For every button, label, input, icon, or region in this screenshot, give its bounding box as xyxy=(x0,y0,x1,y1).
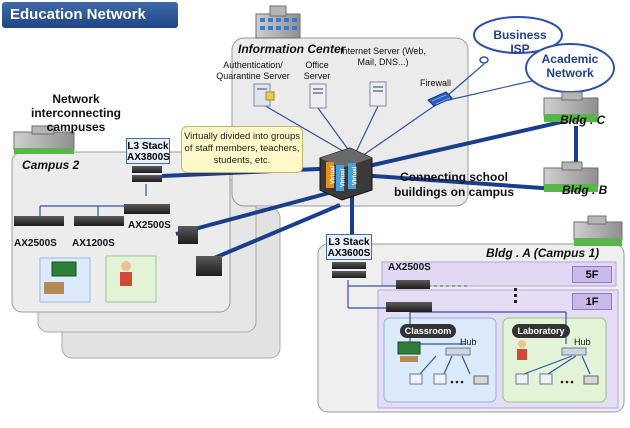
campus-2-stack-label: L3 Stack AX3800S xyxy=(126,138,170,164)
classroom-hub-label: Hub xyxy=(460,337,477,347)
laboratory-tag: Laboratory xyxy=(512,324,570,338)
campus-2-classroom-icon xyxy=(39,257,91,303)
auth-server-label: Authentication/ Quarantine Server xyxy=(216,60,290,81)
campus-back-switch-2 xyxy=(178,226,198,244)
laboratory-ellipsis xyxy=(560,380,574,384)
firewall-icon xyxy=(427,91,453,107)
campus-2-stack-line2: AX3800S xyxy=(127,152,170,163)
network-interconnecting-label: Network interconnecting campuses xyxy=(30,92,121,134)
campus-1-stack-line1: L3 Stack xyxy=(328,237,370,248)
internet-server-label: Internet Server (Web, Mail, DNS...) xyxy=(340,46,426,67)
floor-1f-tag: 1F xyxy=(572,293,612,310)
business-isp-cloud xyxy=(473,16,563,64)
campus-2-switch-right xyxy=(124,204,170,214)
core-virtual-tag-1: Virtual xyxy=(330,165,337,185)
auth-server-icon xyxy=(253,83,275,107)
business-isp-label: Business ISP xyxy=(493,28,547,56)
campus-2-title: Campus 2 xyxy=(22,158,80,172)
info-center-building-icon xyxy=(255,5,301,39)
office-server-label: Office Server xyxy=(303,60,331,81)
information-center-title: Information Center xyxy=(238,42,346,56)
campus-back-switch xyxy=(196,256,222,276)
core-switch-icon xyxy=(319,147,373,201)
classroom-hub-icon xyxy=(445,347,471,356)
classroom-tag: Classroom xyxy=(400,324,456,338)
trunk-links xyxy=(161,118,578,266)
internet-server-icon xyxy=(369,81,387,107)
virtual-division-callout: Virtually divided into groups of staff m… xyxy=(181,126,303,173)
laboratory-person-icon xyxy=(517,340,527,360)
campus-1-5f-switch xyxy=(396,280,430,289)
core-virtual-tag-3: Virtual xyxy=(352,166,359,186)
campus-2-switch-mid xyxy=(74,216,124,226)
campus-1-5f-switch-label: AX2500S xyxy=(388,262,431,273)
campus-1-1f-switch xyxy=(386,302,432,312)
floor-ellipsis xyxy=(514,288,517,303)
connecting-buildings-label: Connecting school buildings on campus xyxy=(393,170,514,199)
campus-2-stack-switches xyxy=(132,166,162,182)
bldg-b-icon xyxy=(543,161,599,192)
campus-2-switch-right-label: AX2500S xyxy=(128,220,171,231)
floor-5f-tag: 5F xyxy=(572,266,612,283)
laboratory-hub-icon xyxy=(561,347,587,356)
office-server-icon xyxy=(309,83,327,109)
classroom-pc-icons xyxy=(409,373,489,385)
laboratory-area xyxy=(502,317,607,403)
bldg-b-label: Bldg . B xyxy=(562,183,608,197)
campus-1-stack-line2: AX3600S xyxy=(327,248,371,259)
campus-1-links xyxy=(347,280,591,375)
campus-2-switch-left-label: AX2500S xyxy=(14,238,57,249)
campus-1-stack-label: L3 Stack AX3600S xyxy=(326,234,372,260)
bldg-a-label: Bldg . A (Campus 1) xyxy=(486,246,600,260)
firewall-label: Firewall xyxy=(420,78,452,88)
classroom-teacher-icon xyxy=(397,341,421,362)
laboratory-hub-label: Hub xyxy=(574,337,591,347)
bldg-c-icon xyxy=(543,91,599,122)
campus-2-stack-line1: L3 Stack xyxy=(127,141,169,152)
bldg-c-label: Bldg . C xyxy=(560,113,606,127)
campus-1-stack-switches xyxy=(332,262,366,278)
campus-2-lab-icon xyxy=(105,255,157,303)
campus-2-switch-mid-label: AX1200S xyxy=(72,238,115,249)
diagram-title: Education Network xyxy=(2,2,178,28)
classroom-ellipsis xyxy=(450,380,464,384)
bldg-a-icon xyxy=(573,215,623,246)
academic-network-label: Academic Network xyxy=(541,52,599,80)
campus-2-switch-left xyxy=(14,216,64,226)
campus-2-building-icon xyxy=(13,125,75,154)
core-virtual-tag-2: Virtual xyxy=(340,168,347,188)
laboratory-pc-icons xyxy=(515,373,599,385)
